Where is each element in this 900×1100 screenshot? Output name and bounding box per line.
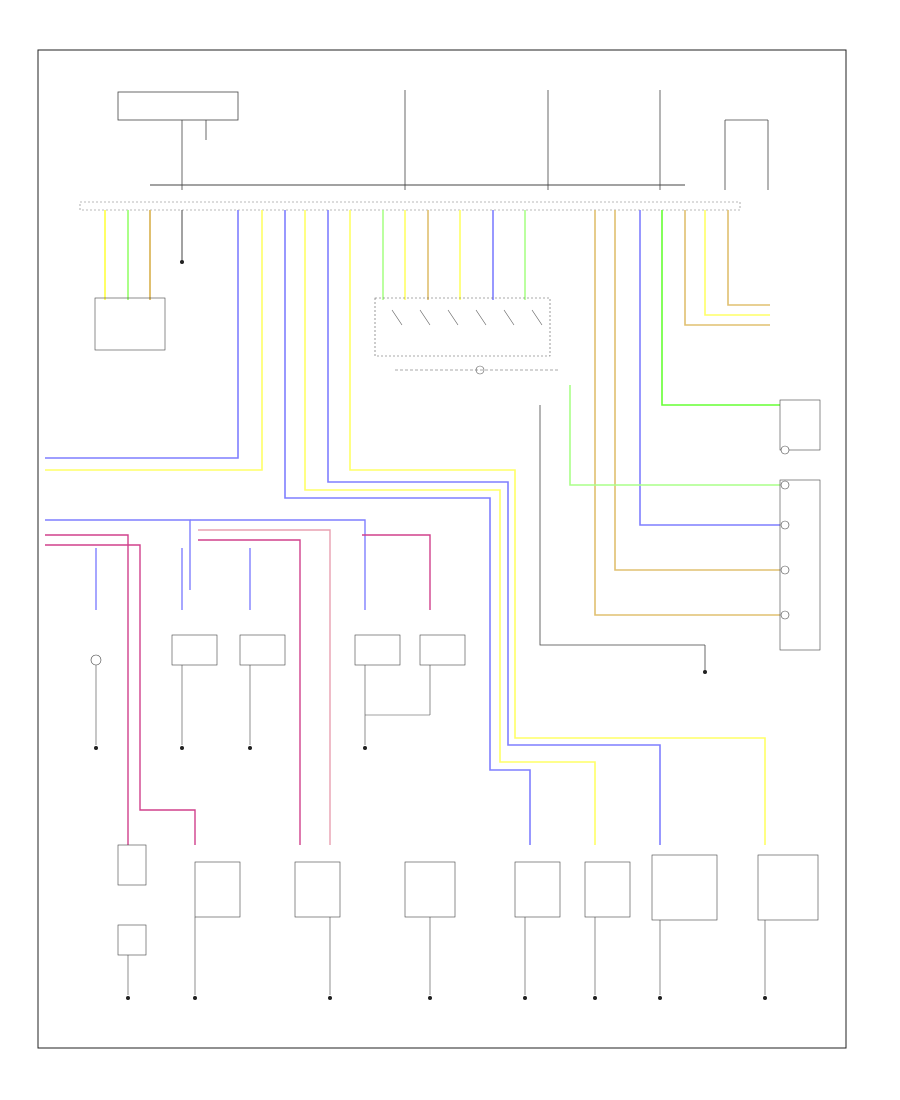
grounds-row-1 xyxy=(94,746,367,750)
lamp-row-2 xyxy=(117,844,819,995)
bus-wires xyxy=(45,210,766,845)
grounds-row-2 xyxy=(126,996,767,1000)
left-top-wires xyxy=(104,210,151,300)
connector-row xyxy=(79,201,741,211)
top-switch-box xyxy=(117,91,239,190)
switch-group-middle xyxy=(382,210,526,300)
fuse-group xyxy=(404,90,769,190)
switch-contacts xyxy=(374,297,560,375)
lamp-row-1 xyxy=(90,634,466,745)
left-top-module xyxy=(94,297,166,351)
right-wires xyxy=(539,210,780,646)
indicator-column xyxy=(779,399,821,651)
ground-top-left xyxy=(180,260,184,264)
ground-right-middle xyxy=(703,670,707,674)
left-feed-wires xyxy=(45,519,431,845)
diagram-frame xyxy=(37,49,847,1049)
